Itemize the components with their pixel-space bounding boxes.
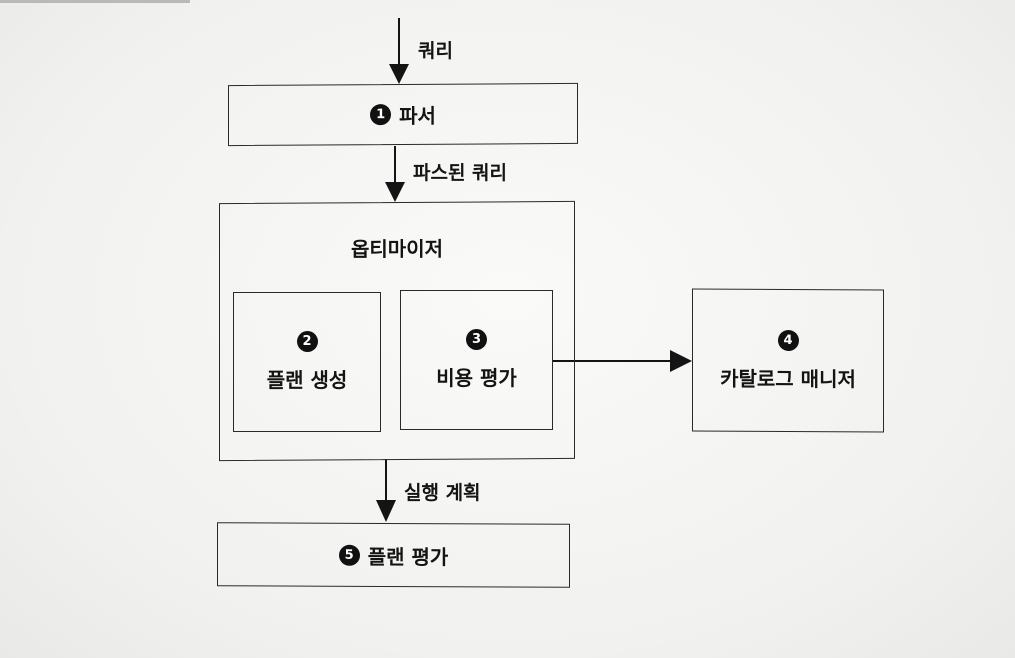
edge-execution-plan-arrowhead	[376, 500, 396, 522]
plan-evaluation-number-badge: 5	[338, 544, 360, 566]
plan-generation-number-badge: 2	[296, 331, 318, 352]
parser-box: 1 파서	[228, 82, 578, 147]
edge-parsed-query-arrowhead	[385, 182, 405, 202]
plan-generation-box: 2 플랜 생성	[233, 292, 381, 432]
parser-label-group: 1 파서	[229, 84, 577, 145]
catalog-manager-label-group: 4 카탈로그 매니저	[693, 290, 883, 432]
cost-estimation-box: 3 비용 평가	[400, 290, 553, 430]
cost-estimation-label: 비용 평가	[436, 366, 517, 390]
catalog-manager-label: 카탈로그 매니저	[720, 366, 856, 391]
catalog-manager-number-badge: 4	[777, 329, 799, 351]
edge-catalog-arrowhead	[670, 350, 692, 372]
parser-label: 파서	[399, 103, 436, 129]
scan-edge-artifact	[0, 0, 190, 3]
edge-query-arrowhead	[389, 64, 409, 84]
edge-label-execution-plan: 실행 계획	[404, 482, 481, 504]
plan-evaluation-box: 5 플랜 평가	[217, 522, 570, 588]
plan-generation-label-group: 2 플랜 생성	[234, 293, 380, 431]
cost-estimation-number-badge: 3	[466, 329, 487, 350]
plan-evaluation-label-group: 5 플랜 평가	[218, 523, 569, 587]
catalog-manager-box: 4 카탈로그 매니저	[692, 288, 884, 433]
optimizer-title: 옵티마이저	[351, 236, 443, 262]
plan-evaluation-label: 플랜 평가	[367, 544, 449, 569]
cost-estimation-label-group: 3 비용 평가	[401, 291, 552, 429]
edge-label-parsed-query: 파스된 쿼리	[413, 162, 508, 184]
edge-label-query: 쿼리	[418, 40, 453, 62]
plan-generation-label: 플랜 생성	[266, 368, 348, 392]
parser-number-badge: 1	[370, 104, 392, 126]
